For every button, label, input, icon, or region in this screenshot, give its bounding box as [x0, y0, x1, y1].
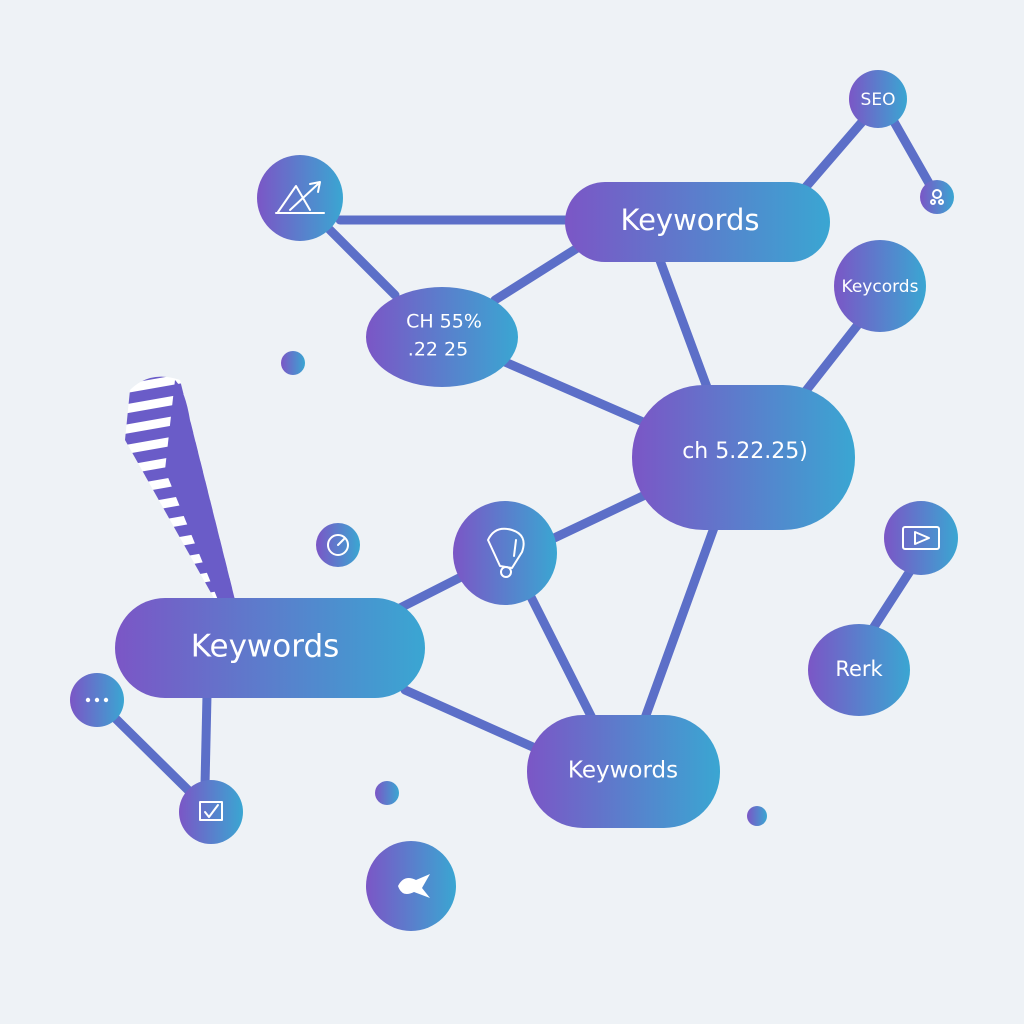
keywords-right-node[interactable]: Keycords [834, 240, 926, 332]
edge [800, 317, 865, 397]
edge [395, 570, 470, 613]
rerk-label: Rerk [835, 657, 883, 681]
trend-chart-node[interactable] [257, 155, 343, 241]
edge [500, 357, 655, 430]
keywords-left-label: Keywords [191, 629, 340, 665]
trend-chart-icon [275, 181, 325, 214]
small-dot [747, 806, 767, 826]
keywords-left-node[interactable]: Keywords [115, 598, 425, 698]
video-node[interactable] [884, 501, 958, 575]
user-icon [930, 189, 944, 205]
video-play-icon [902, 526, 940, 550]
edge [888, 115, 935, 190]
gauge-node[interactable] [316, 523, 360, 567]
edges [107, 115, 935, 797]
pencil-body [165, 380, 235, 600]
more-node[interactable] [70, 673, 124, 727]
keywords-top-label: Keywords [621, 203, 760, 237]
metric-line2: .22 25 [408, 339, 468, 361]
bird-node[interactable] [366, 841, 456, 931]
gauge-icon [327, 534, 349, 556]
bell-node[interactable] [453, 501, 557, 605]
edge [200, 690, 212, 790]
seo-label: SEO [861, 90, 896, 110]
small-dot [281, 351, 305, 375]
bell-icon [487, 527, 525, 578]
keywords-top-node[interactable]: Keywords [565, 182, 830, 262]
center-label: ch 5.22.25) [682, 439, 808, 464]
center-node[interactable]: ch 5.22.25) [632, 385, 855, 530]
rerk-node[interactable]: Rerk [808, 624, 910, 716]
more-dots-icon [85, 697, 109, 703]
keywords-bottom-node[interactable]: Keywords [527, 715, 720, 828]
edge [867, 563, 917, 635]
checkmark-icon [199, 801, 223, 821]
edge [545, 490, 650, 545]
edge [525, 590, 597, 723]
edge [800, 117, 867, 193]
edge [640, 520, 720, 723]
keywords-right-label: Keycords [842, 277, 919, 297]
edge [490, 235, 595, 305]
bird-icon [398, 874, 430, 898]
edge [653, 250, 713, 395]
metric-line1: CH 55% [406, 311, 482, 333]
edge [315, 215, 400, 300]
small-dot [375, 781, 399, 805]
check-node[interactable] [179, 780, 243, 844]
seo-node[interactable]: SEO [849, 70, 907, 128]
edge [107, 710, 195, 797]
user-node[interactable] [920, 180, 954, 214]
keywords-bottom-label: Keywords [568, 758, 678, 784]
metric-node[interactable]: CH 55% .22 25 [366, 287, 518, 387]
edge [400, 685, 540, 753]
